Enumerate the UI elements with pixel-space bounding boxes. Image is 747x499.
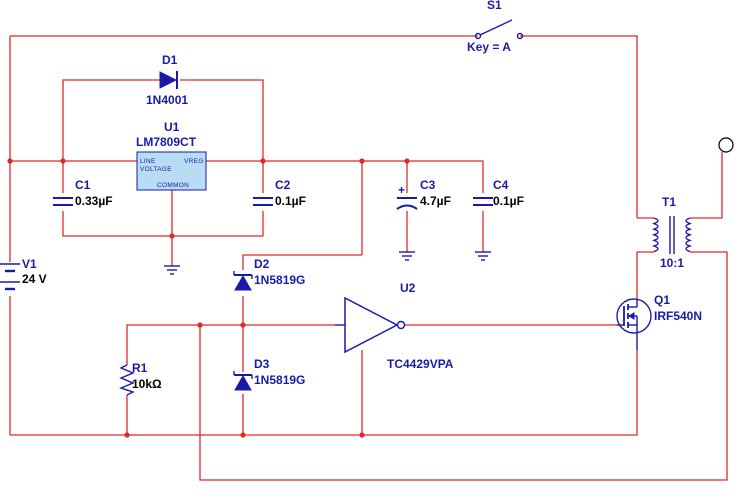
c1-value: 0.33µF <box>75 194 113 208</box>
d1-value: 1N4001 <box>146 93 188 107</box>
wire-c1-c2-gnd <box>62 161 264 266</box>
c3-ref: C3 <box>420 178 436 192</box>
u2-ref: U2 <box>400 281 416 295</box>
u1-value: LM7809CT <box>136 135 197 149</box>
u1-ref: U1 <box>164 120 180 134</box>
resistor-r1: R1 10kΩ <box>119 361 162 396</box>
wire-t1-secondary <box>199 152 728 481</box>
u2-value: TC4429VPA <box>387 357 454 371</box>
c2-ref: C2 <box>275 178 291 192</box>
capacitor-c4: C4 0.1µF <box>473 178 524 208</box>
wire-bottom-rail <box>10 350 638 436</box>
v1-ref: V1 <box>22 257 37 271</box>
d2-value: 1N5819G <box>254 273 305 287</box>
diode-d2: D2 1N5819G <box>233 257 305 291</box>
q1-value: IRF540N <box>654 309 702 323</box>
diode-d1: D1 1N4001 <box>146 53 188 107</box>
capacitor-c3: + C3 4.7µF <box>396 178 451 210</box>
wire-top-rail <box>10 35 638 218</box>
capacitor-c2: C2 0.1µF <box>253 178 306 208</box>
wires <box>9 35 728 481</box>
u1-pin-voltage: VOLTAGE <box>140 166 172 173</box>
c2-value: 0.1µF <box>275 194 306 208</box>
u1-pin-line: LINE <box>140 158 156 165</box>
d3-ref: D3 <box>254 357 270 371</box>
c4-value: 0.1µF <box>493 194 524 208</box>
q1-ref: Q1 <box>654 293 670 307</box>
r1-ref: R1 <box>132 361 148 375</box>
transformer-t1: T1 10:1 <box>651 195 693 270</box>
regulator-u1: U1 LM7809CT LINE VOLTAGE VREG COMMON <box>136 120 207 191</box>
t1-value: 10:1 <box>660 256 684 270</box>
r1-value: 10kΩ <box>132 377 162 391</box>
wire-d2-d3 <box>242 254 362 435</box>
mosfet-q1: Q1 IRF540N <box>616 293 702 350</box>
diode-d3: D3 1N5819G <box>233 357 305 391</box>
ground-icon <box>164 265 180 275</box>
c3-polarity: + <box>398 183 405 197</box>
c4-ref: C4 <box>493 178 509 192</box>
c3-value: 4.7µF <box>420 194 451 208</box>
wire-u2-input <box>126 324 335 435</box>
driver-u2: U2 TC4429VPA <box>335 281 454 371</box>
capacitor-c1: C1 0.33µF <box>53 178 113 208</box>
wire-reg-output <box>206 160 484 193</box>
d2-ref: D2 <box>254 257 270 271</box>
ground-icon <box>475 251 491 261</box>
u1-pin-common: COMMON <box>157 182 189 189</box>
junctions <box>7 158 410 438</box>
v1-value: 24 V <box>22 272 47 286</box>
wire-d1-loop <box>62 79 264 161</box>
d3-value: 1N5819G <box>254 373 305 387</box>
u1-pin-vreg: VREG <box>184 158 204 165</box>
ground-icon <box>399 251 415 261</box>
s1-ref: S1 <box>487 0 502 12</box>
s1-value: Key = A <box>467 40 511 54</box>
wire-q1-drain <box>636 251 654 300</box>
battery-v1: V1 24 V <box>0 257 47 291</box>
t1-ref: T1 <box>662 195 676 209</box>
c1-ref: C1 <box>75 178 91 192</box>
switch-s1: S1 Key = A <box>467 0 524 54</box>
d1-ref: D1 <box>162 53 178 67</box>
output-terminal <box>718 137 734 153</box>
ground-symbols <box>164 251 491 275</box>
